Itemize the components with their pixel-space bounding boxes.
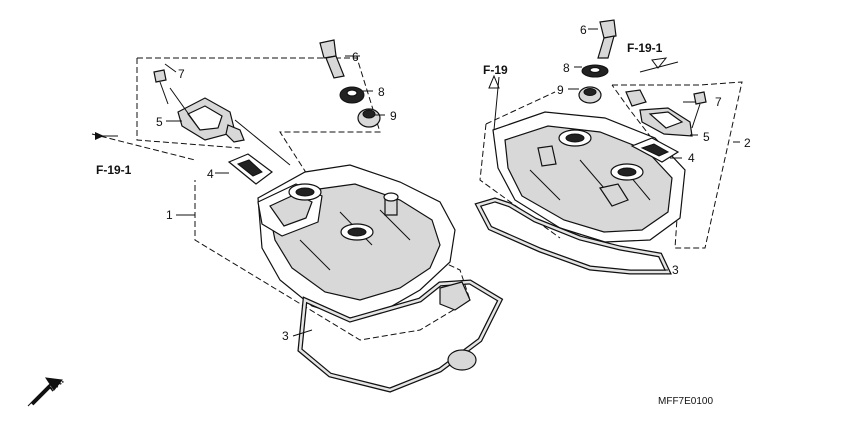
callout-left-5: 5 (156, 115, 163, 129)
left-part-6-bolt (319, 39, 345, 79)
right-part-7-bolt (691, 91, 707, 129)
left-subassembly-outline (136, 58, 241, 149)
callout-left-4: 4 (207, 167, 214, 181)
right-assembly-outline (485, 81, 743, 249)
left-f19-1-arrow-icon (95, 132, 104, 140)
callout-left-1: 1 (166, 208, 173, 222)
callout-left-8: 8 (378, 85, 385, 99)
right-part-4-seal (630, 137, 680, 163)
left-part-8-washer (339, 86, 365, 104)
front-direction-arrow-icon (27, 377, 63, 407)
right-cylinder-head-cover (492, 111, 686, 243)
right-part-8-washer (581, 64, 609, 78)
reference-left-f19-1: F-19-1 (96, 163, 132, 177)
left-cover-gasket (297, 279, 504, 393)
diagram-code: MFF7E0100 (658, 396, 713, 407)
callout-right-9: 9 (557, 83, 564, 97)
callout-right-4: 4 (688, 151, 695, 165)
callout-right-5: 5 (703, 130, 710, 144)
left-assembly (91, 39, 504, 393)
left-part-9-grommet (357, 108, 381, 128)
callout-left-9: 9 (390, 109, 397, 123)
callout-right-3: 3 (672, 263, 679, 277)
right-f19-1-arrow-icon (651, 57, 668, 69)
right-part-5-fitting (625, 89, 693, 137)
callout-right-2: 2 (744, 136, 751, 150)
callout-left-3: 3 (282, 329, 289, 343)
right-assembly (474, 19, 743, 275)
left-cylinder-head-cover (257, 164, 456, 319)
callout-right-7: 7 (715, 95, 722, 109)
callout-left-7: 7 (178, 67, 185, 81)
reference-right-f19: F-19 (483, 63, 508, 77)
right-cover-gasket (474, 197, 672, 275)
right-f19-arrow-icon (488, 74, 500, 89)
left-part-4-seal (227, 153, 273, 185)
left-part-5-fitting (177, 97, 245, 143)
left-reference-leader (91, 133, 196, 161)
callout-left-6: 6 (352, 50, 359, 64)
right-part-6-bolt (597, 19, 617, 59)
callout-right-8: 8 (563, 61, 570, 75)
left-part-7-bolt (153, 69, 169, 105)
right-part-9-grommet (578, 86, 602, 104)
callout-right-6: 6 (580, 23, 587, 37)
reference-right-f19-1: F-19-1 (627, 41, 663, 55)
